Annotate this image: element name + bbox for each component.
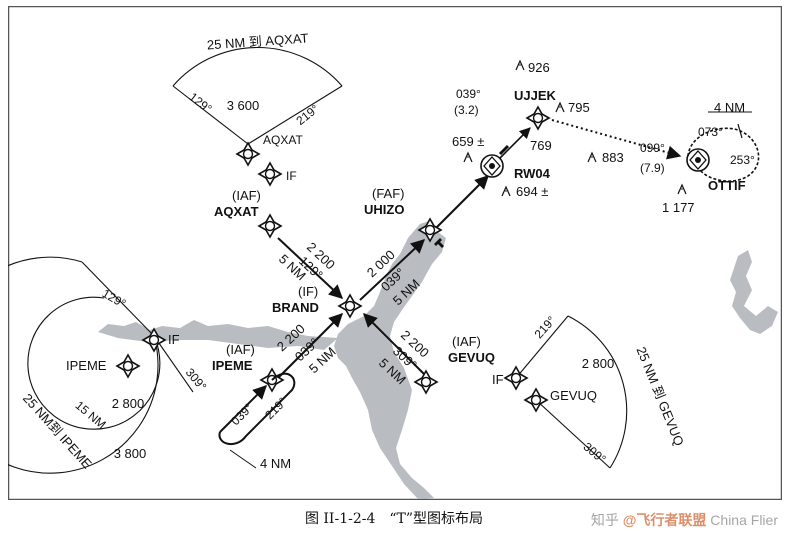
msa-ipeme-inner-alt: 2 800 <box>112 396 145 411</box>
fix-ipeme: (IAF) IPEME <box>212 342 284 392</box>
obstacle-769: 769 <box>530 138 552 153</box>
water-branch <box>98 320 338 350</box>
msa-gevuq-if: IF <box>492 372 504 387</box>
fix-gevuq-role: (IAF) <box>452 334 481 349</box>
fix-rw04: RW04 <box>480 144 551 181</box>
leg-rw04-brg: 039° <box>456 87 481 101</box>
obstacle-795: 795 <box>568 100 590 115</box>
fix-gevuq: (IAF) GEVUQ <box>414 334 495 394</box>
msa-aqxat-if: IF <box>286 169 297 183</box>
fix-ipeme-name: IPEME <box>212 358 253 373</box>
fix-uhizo-name: UHIZO <box>364 202 404 217</box>
t-bar-diagram: 25 NM 到 AQXAT 3 600 129° 219° AQXAT IF 1… <box>0 5 783 501</box>
msa-gevuq-fix: GEVUQ <box>550 388 597 403</box>
fix-brand-role: (IF) <box>298 284 318 299</box>
chart-frame: 25 NM 到 AQXAT 3 600 129° 219° AQXAT IF 1… <box>0 5 783 501</box>
water-lake <box>334 220 446 499</box>
fix-ottif: OTTIF <box>686 148 746 193</box>
fix-ujjek-name: UJJEK <box>514 88 557 103</box>
fix-aqxat-name: AQXAT <box>214 204 259 219</box>
fix-brand-name: BRAND <box>272 300 319 315</box>
fix-rw04-name: RW04 <box>514 166 551 181</box>
watermark: 知乎 @飞行者联盟 China Flier <box>591 510 778 530</box>
hold-ottif: 4 NM 073° 253° <box>687 100 760 182</box>
water-east <box>730 250 778 334</box>
fix-uhizo-role: (FAF) <box>372 186 405 201</box>
fix-gevuq-name: GEVUQ <box>448 350 495 365</box>
hold-ottif-inbound: 073° <box>698 125 723 139</box>
leg-ottif-brg: 099° <box>640 141 665 155</box>
obstacle-659: 659 ± <box>452 134 484 149</box>
fix-ottif-name: OTTIF <box>708 178 746 193</box>
obstacle-926: 926 <box>528 60 550 75</box>
fix-uhizo: (FAF) UHIZO <box>364 186 444 248</box>
msa-ipeme-outer-alt: 3 800 <box>114 446 147 461</box>
fix-brand: (IF) BRAND <box>272 284 362 318</box>
watermark-right: @飞行者联盟 <box>622 512 707 528</box>
msa-aqxat-alt: 3 600 <box>227 98 260 113</box>
obstacle-883: 883 <box>602 150 624 165</box>
leg-rw04-dist: (3.2) <box>454 103 479 117</box>
msa-ipeme-fix: IPEME <box>66 358 107 373</box>
fix-aqxat: (IAF) AQXAT <box>214 188 282 238</box>
obstacles: 926 795 883 769 659 ± 694 ± 1 177 <box>452 60 695 215</box>
fix-aqxat-role: (IAF) <box>232 188 261 203</box>
figure-caption: 图 II-1-2-4 “T”型图标布局 <box>304 511 484 527</box>
msa-aqxat-arc-label: 25 NM 到 AQXAT <box>206 30 308 52</box>
spot-height-marker <box>434 238 444 248</box>
obstacle-694: 694 ± <box>516 184 548 199</box>
msa-aqxat-fix: AQXAT <box>263 133 303 147</box>
msa-ipeme-if: IF <box>168 332 180 347</box>
watermark-left: 知乎 <box>590 512 619 528</box>
msa-gevuq-alt: 2 800 <box>582 356 615 371</box>
leg-ottif-dist: (7.9) <box>640 161 665 175</box>
hold-ipeme-len: 4 NM <box>260 456 291 471</box>
hold-ottif-outbound: 253° <box>730 153 755 167</box>
hold-ottif-len: 4 NM <box>714 100 745 115</box>
leg-labels: 2 200 129° 5 NM 2 000 039° 5 NM 2 200 03… <box>274 87 665 387</box>
fix-ipeme-role: (IAF) <box>226 342 255 357</box>
fix-ujjek: UJJEK <box>514 88 557 130</box>
approach-legs <box>277 119 682 379</box>
obstacle-1177: 1 177 <box>662 200 695 215</box>
watermark-sub: China Flier <box>710 512 778 528</box>
